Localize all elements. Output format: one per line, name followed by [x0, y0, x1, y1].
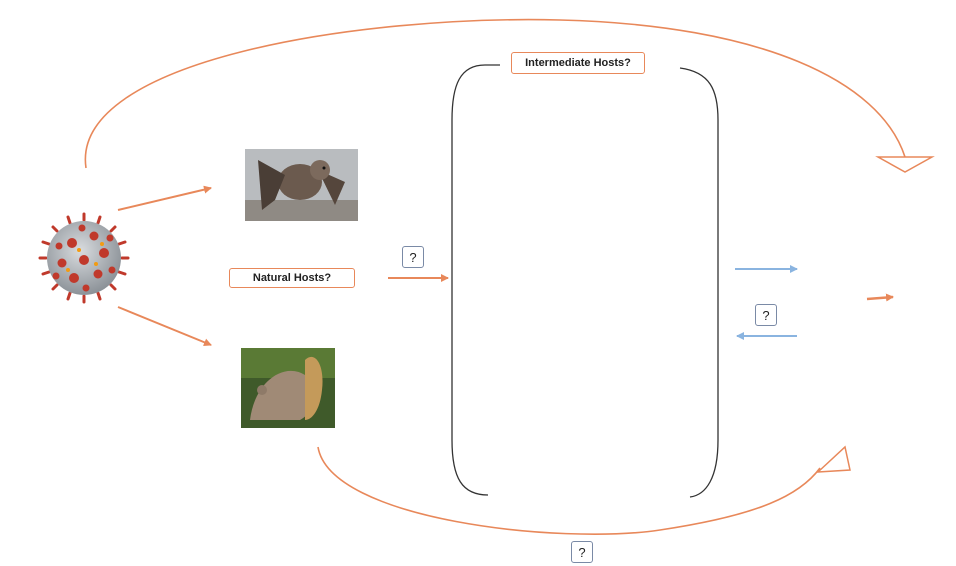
question-mark-middle: ? [402, 246, 424, 268]
pangolin-photo-natural [241, 348, 335, 428]
top-arc-arrowhead [875, 156, 935, 173]
bottom-arc-arrowhead [815, 445, 851, 473]
arrow-virus-to-pangolin [117, 306, 212, 347]
question-mark-bottom: ? [571, 541, 593, 563]
bottom-transmission-arc [317, 446, 821, 535]
intermediate-bracket-right [679, 67, 719, 498]
intermediate-bracket-left [451, 64, 500, 496]
bat-photo [245, 149, 358, 221]
coronavirus-icon [38, 212, 130, 304]
top-transmission-arc [84, 18, 906, 169]
arrow-virus-to-bat [117, 185, 212, 211]
intermediate-hosts-label: Intermediate Hosts? [511, 52, 645, 74]
natural-hosts-label: Natural Hosts? [229, 268, 355, 288]
arrow-human-to-humans [866, 293, 894, 302]
question-mark-right: ? [755, 304, 777, 326]
